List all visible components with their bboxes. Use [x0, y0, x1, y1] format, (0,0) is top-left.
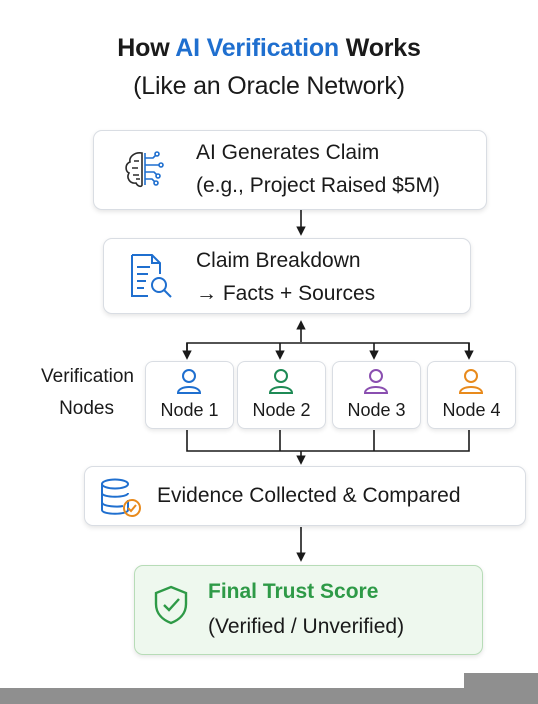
- nodes-label: Nodes: [59, 398, 114, 419]
- claim-example: (e.g., Project Raised $5M): [196, 174, 440, 197]
- verification-node-4: Node 4: [427, 361, 516, 429]
- breakdown-title: Claim Breakdown: [196, 249, 361, 272]
- footer-bar: [0, 688, 538, 704]
- node-label: Node 1: [160, 400, 219, 420]
- claim-title: AI Generates Claim: [196, 141, 380, 164]
- verification-label: Verification: [41, 366, 134, 387]
- step-evidence-collected: Evidence Collected & Compared: [84, 466, 526, 526]
- database-check-icon: [99, 477, 145, 524]
- merge-bracket: [186, 430, 470, 452]
- user-icon: [268, 368, 294, 401]
- diagram-title: How AI Verification Works: [117, 34, 421, 62]
- step-ai-generates-claim: AI Generates Claim (e.g., Project Raised…: [93, 130, 487, 210]
- verification-node-3: Node 3: [332, 361, 421, 429]
- verification-node-1: Node 1: [145, 361, 234, 429]
- diagram-subtitle: (Like an Oracle Network): [133, 72, 405, 100]
- node-label: Node 4: [442, 400, 501, 420]
- node-label: Node 3: [347, 400, 406, 420]
- brain-circuit-icon: [120, 147, 166, 198]
- step-claim-breakdown: Claim Breakdown → Facts + Sources: [103, 238, 471, 314]
- node-label: Node 2: [252, 400, 311, 420]
- user-icon: [458, 368, 484, 401]
- document-search-icon: [128, 252, 174, 305]
- evidence-title: Evidence Collected & Compared: [157, 484, 461, 507]
- breakdown-detail: → Facts + Sources: [196, 282, 376, 305]
- verification-node-2: Node 2: [237, 361, 326, 429]
- final-title: Final Trust Score: [208, 580, 379, 603]
- footer-bar-step: [464, 673, 538, 688]
- step-final-trust-score: Final Trust Score (Verified / Unverified…: [134, 565, 483, 655]
- shield-check-icon: [152, 584, 190, 631]
- split-bracket: [186, 342, 470, 358]
- user-icon: [176, 368, 202, 401]
- final-outcome: (Verified / Unverified): [208, 615, 405, 638]
- user-icon: [363, 368, 389, 401]
